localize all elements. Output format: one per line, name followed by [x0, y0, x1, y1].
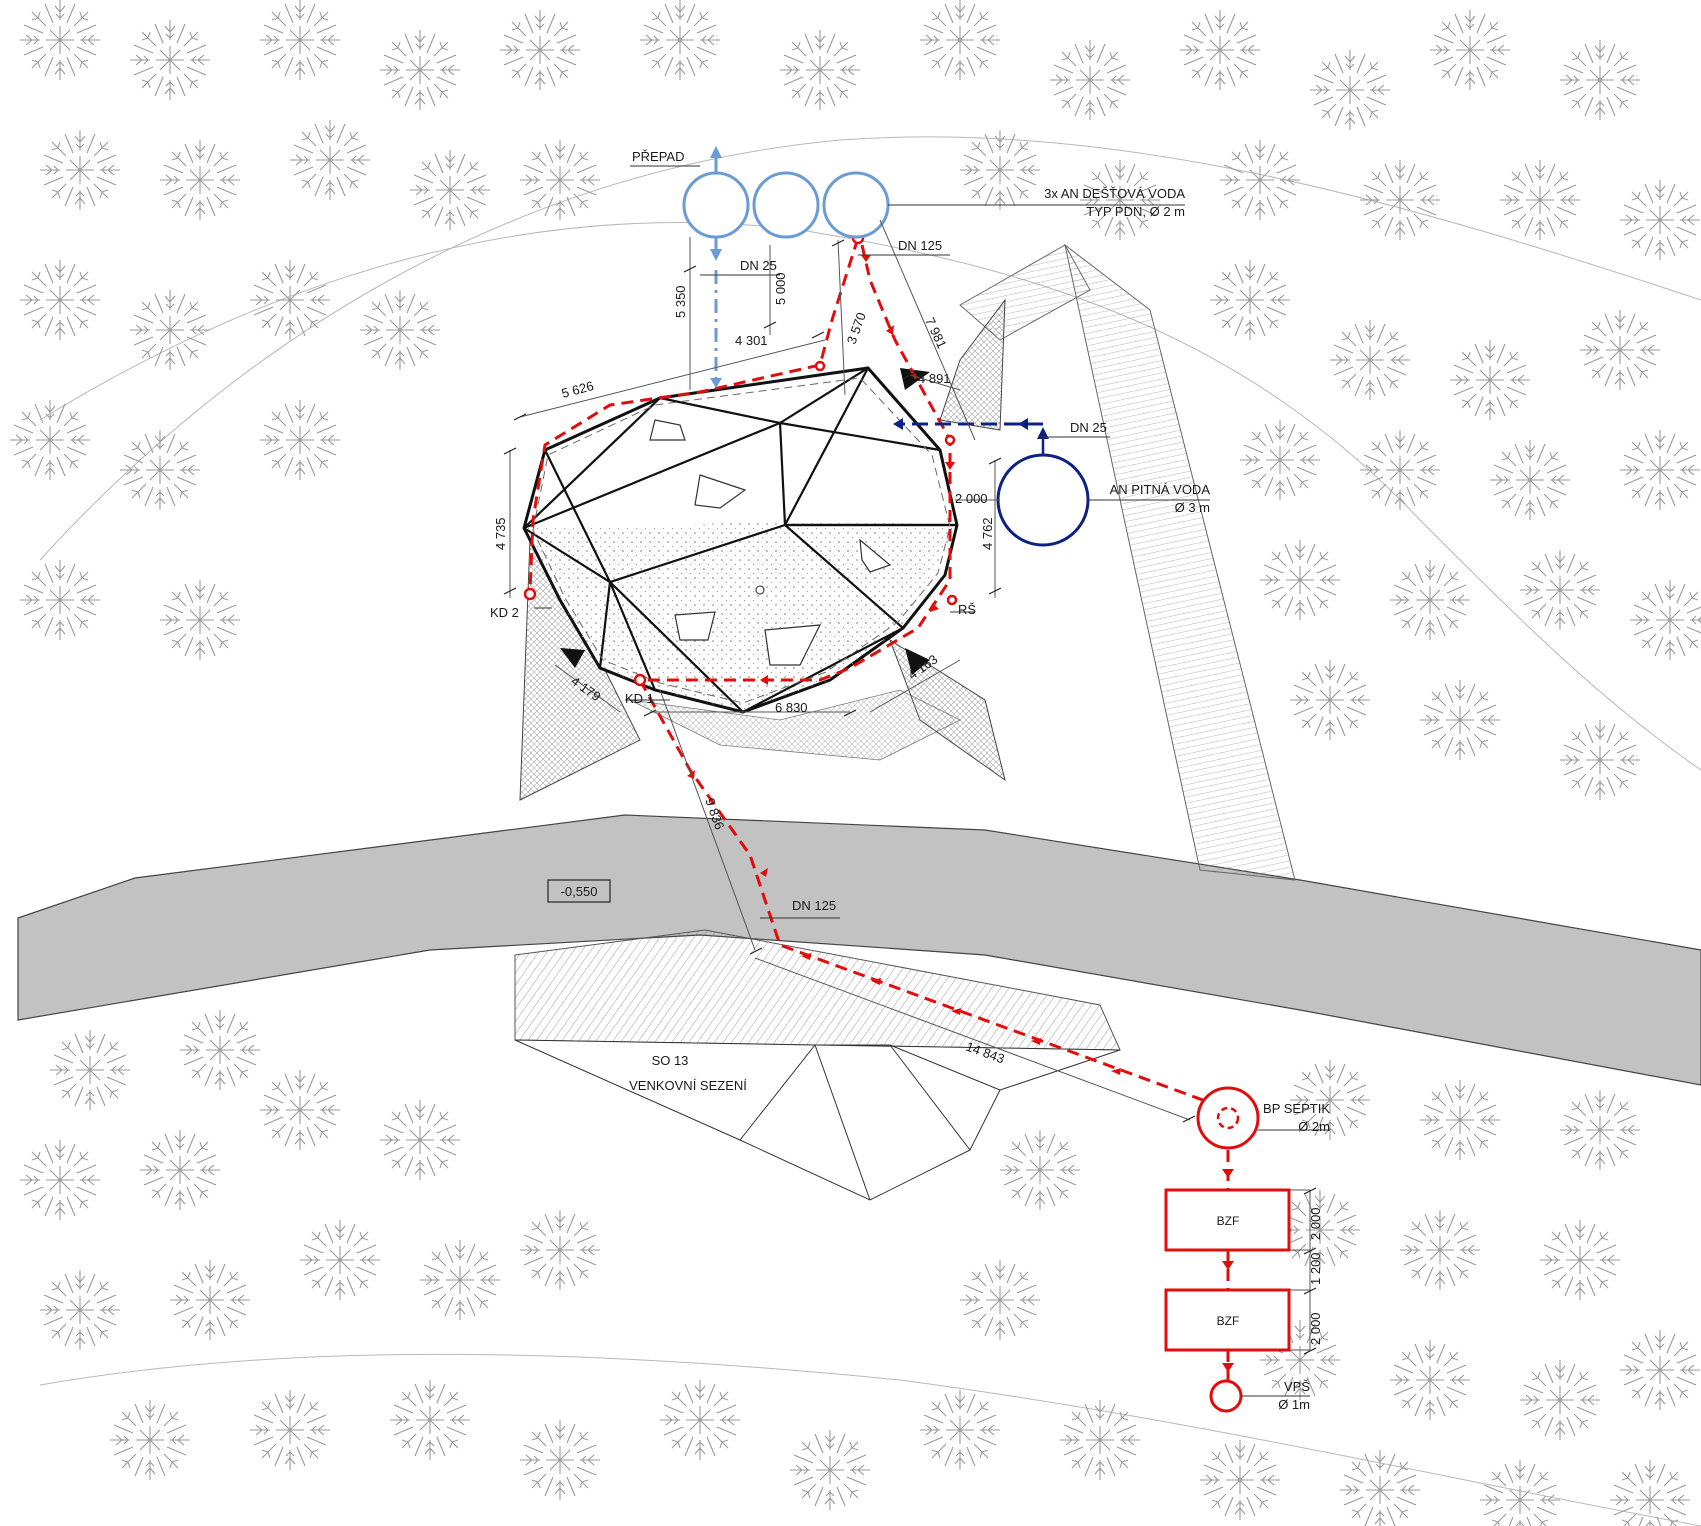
dim-2000: 2 000	[955, 491, 988, 506]
label-dn125-path: DN 125	[792, 898, 836, 913]
label-dn125-top: DN 125	[898, 238, 942, 253]
label-kd1: KD 1	[625, 691, 654, 706]
label-vps-size: Ø 1m	[1278, 1397, 1310, 1412]
dim-5350: 5 350	[673, 285, 688, 318]
label-septic: BP SEPTIK	[1263, 1101, 1330, 1116]
label-rain-tanks: 3x AN DEŠŤOVÁ VODA	[1044, 186, 1185, 201]
label-potable-tank: AN PITNÁ VODA	[1110, 482, 1211, 497]
level-text: -0,550	[561, 884, 598, 899]
label-vps: VPŠ	[1284, 1379, 1310, 1394]
dim-4891: 4 891	[918, 371, 951, 386]
building	[522, 366, 959, 714]
dim-filter-1200: 1 200	[1308, 1252, 1323, 1285]
label-so13: SO 13	[652, 1053, 689, 1068]
dim-5626: 5 626	[560, 378, 595, 401]
road	[17, 814, 1701, 1086]
label-rs: RŠ	[958, 602, 976, 617]
rainwater-system	[682, 146, 890, 388]
dim-4735: 4 735	[493, 517, 508, 550]
label-dn25-top: DN 25	[740, 258, 777, 273]
dim-3570: 3 570	[844, 310, 869, 346]
dim-7981: 7 981	[922, 315, 949, 351]
dim-6830: 6 830	[775, 700, 808, 715]
label-dn25-right: DN 25	[1070, 420, 1107, 435]
labels: PŘEPAD 3x AN DEŠŤOVÁ VODA TYP PDN, Ø 2 m…	[490, 149, 1330, 1412]
dim-5000: 5 000	[773, 272, 788, 305]
label-bzf-2: BZF	[1217, 1314, 1240, 1328]
ramp-top	[959, 244, 1091, 341]
ramp	[1064, 243, 1296, 881]
label-so13-name: VENKOVNÍ SEZENÍ	[629, 1078, 747, 1093]
label-potable-size: Ø 3 m	[1175, 500, 1210, 515]
dim-4762: 4 762	[980, 517, 995, 550]
dim-filter-2000a: 2 000	[1308, 1207, 1323, 1240]
label-septic-size: Ø 2m	[1298, 1119, 1330, 1134]
leader-lines	[534, 165, 1330, 1397]
treatment-system	[1164, 1086, 1291, 1413]
label-kd2: KD 2	[490, 605, 519, 620]
dim-filter-2000b: 2 000	[1308, 1312, 1323, 1345]
level-marker: -0,550	[547, 879, 611, 903]
outdoor-seating	[514, 929, 1121, 1201]
dimension-lines	[509, 219, 1311, 1351]
sewer-flow-arrows	[687, 255, 1234, 1372]
label-prepad: PŘEPAD	[632, 149, 685, 164]
label-rain-tanks-type: TYP PDN, Ø 2 m	[1086, 204, 1185, 219]
dim-4301: 4 301	[735, 333, 768, 348]
dimension-ticks	[503, 239, 1317, 1355]
label-bzf-1: BZF	[1217, 1214, 1240, 1228]
